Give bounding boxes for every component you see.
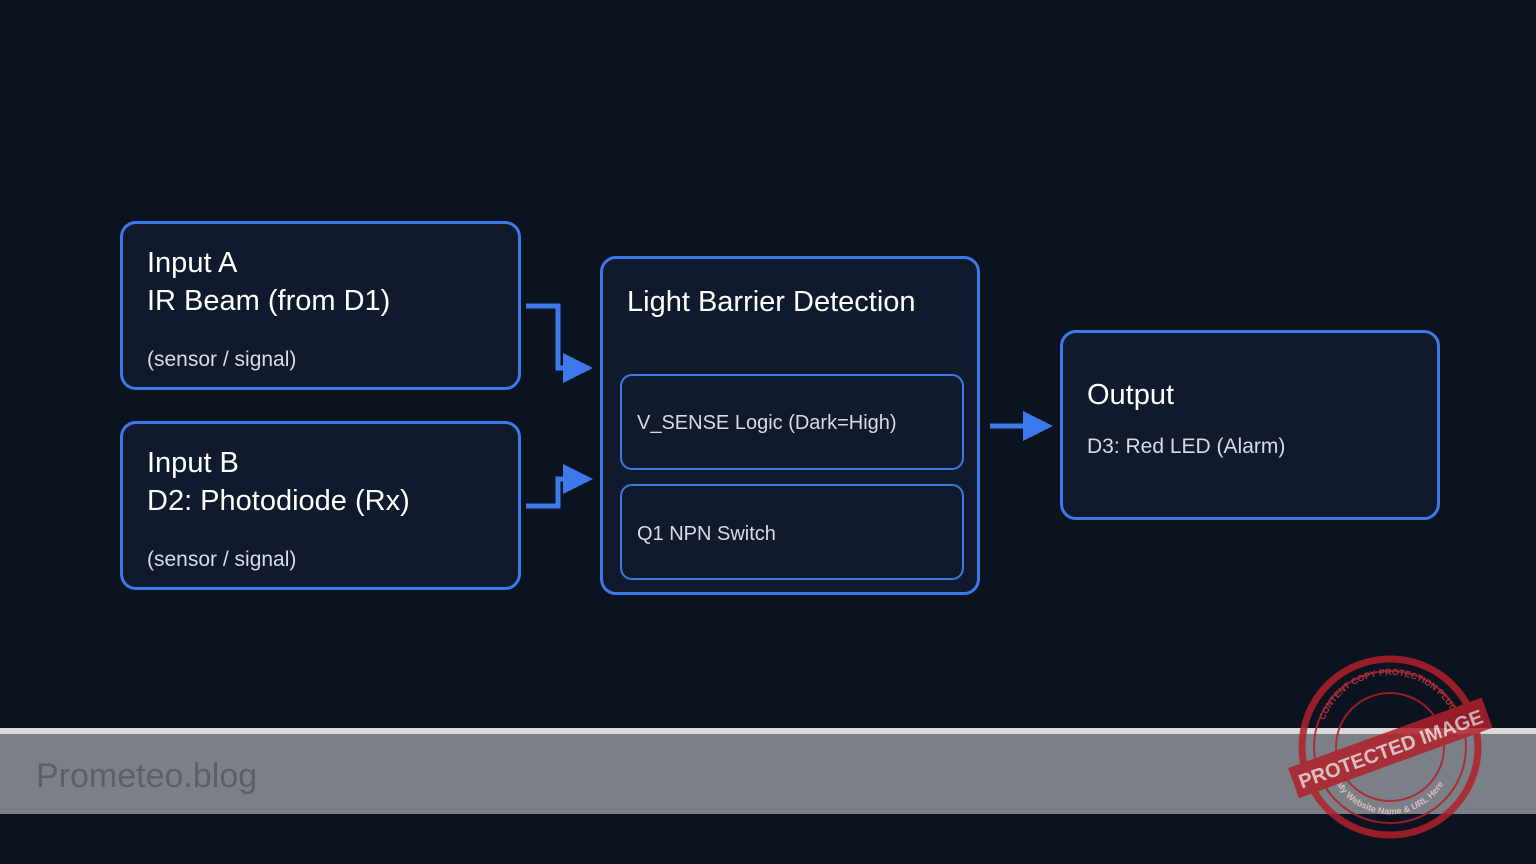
input-a-note: (sensor / signal) <box>147 348 297 371</box>
output-title: Output <box>1087 379 1175 411</box>
input-a-subtitle: IR Beam (from D1) <box>147 285 391 317</box>
arrow-input-b-to-detection <box>526 464 593 509</box>
switch-sub-block: Q1 NPN Switch <box>620 484 964 580</box>
logic-sub-block: V_SENSE Logic (Dark=High) <box>620 374 964 470</box>
output-block: Output D3: Red LED (Alarm) <box>1060 330 1440 520</box>
input-b-title: Input B <box>147 447 239 479</box>
protected-image-stamp: CONTENT COPY PROTECTION PLUGIN My Websit… <box>1288 655 1493 839</box>
switch-label: Q1 NPN Switch <box>637 523 776 545</box>
footer-bar <box>0 734 1536 814</box>
input-a-block: Input A IR Beam (from D1) (sensor / sign… <box>120 221 521 390</box>
logic-label: V_SENSE Logic (Dark=High) <box>637 412 897 434</box>
input-b-block: Input B D2: Photodiode (Rx) (sensor / si… <box>120 421 521 590</box>
input-a-title: Input A <box>147 247 238 279</box>
arrow-input-a-to-detection <box>526 303 593 383</box>
input-b-note: (sensor / signal) <box>147 548 297 571</box>
detection-title: Light Barrier Detection <box>627 286 916 318</box>
footer-site-name: Prometeo.blog <box>36 757 258 795</box>
detection-block: Light Barrier Detection V_SENSE Logic (D… <box>600 256 980 595</box>
input-b-subtitle: D2: Photodiode (Rx) <box>147 485 410 517</box>
output-detail: D3: Red LED (Alarm) <box>1087 435 1286 458</box>
footer-divider <box>0 728 1536 734</box>
